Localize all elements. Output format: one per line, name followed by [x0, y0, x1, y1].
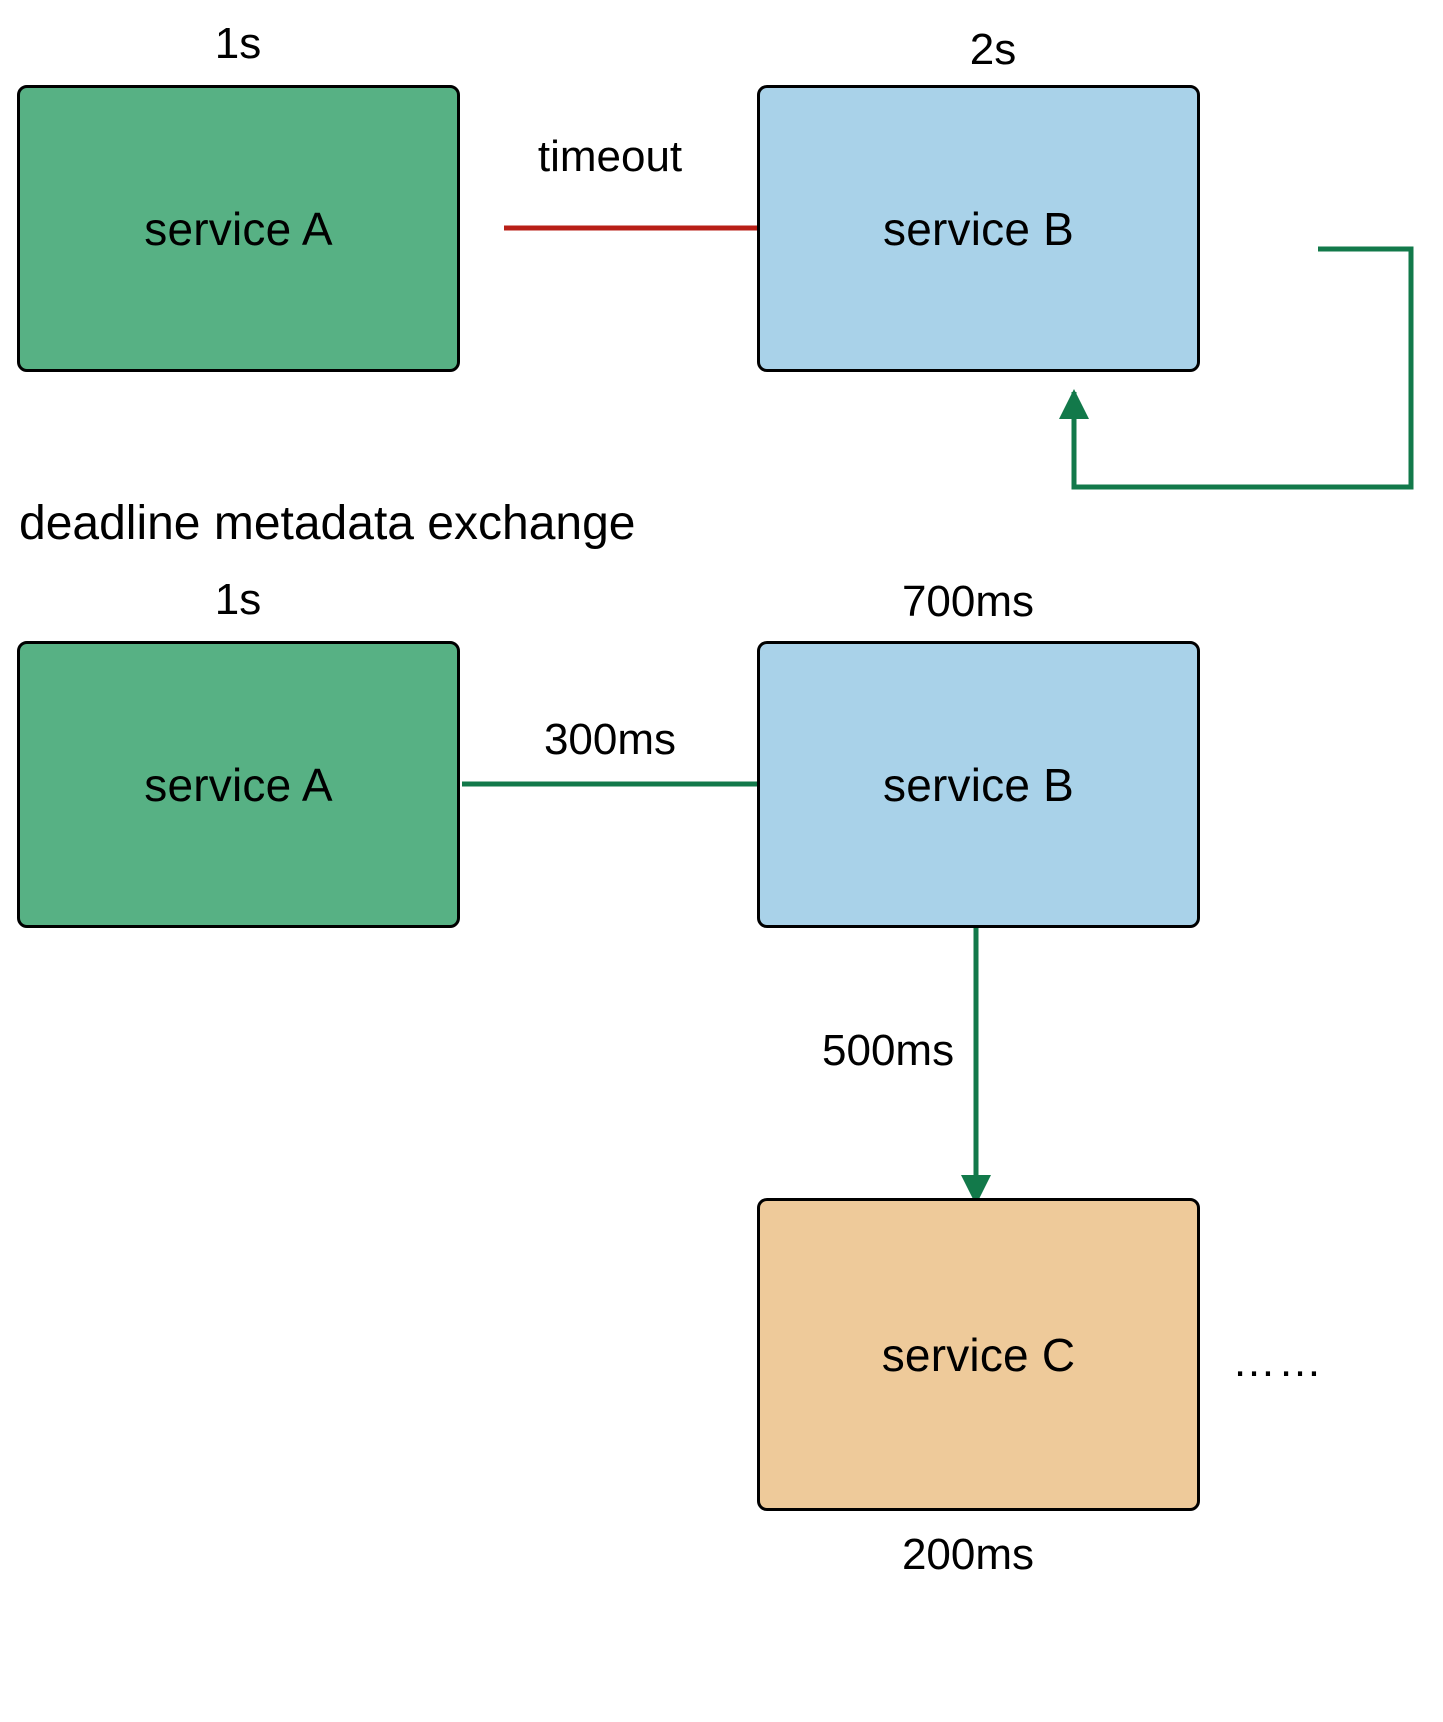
node-label: service C	[881, 1328, 1076, 1381]
node-bottom-service-c[interactable]: service C	[757, 1198, 1200, 1511]
node-bottom-service-b[interactable]: service B	[757, 641, 1200, 928]
node-top-service-a[interactable]: service A	[17, 85, 460, 372]
section-title-deadline-metadata-exchange: deadline metadata exchange	[19, 497, 636, 550]
caption-bottom-service-b: 700ms	[901, 577, 1035, 626]
node-bottom-service-a[interactable]: service A	[17, 641, 460, 928]
node-label: service B	[883, 202, 1074, 255]
edge-label-timeout: timeout	[537, 132, 683, 181]
caption-bottom-service-c: 200ms	[901, 1530, 1035, 1579]
caption-top-service-b: 2s	[969, 25, 1017, 74]
node-top-service-b[interactable]: service B	[757, 85, 1200, 372]
node-label: service A	[144, 202, 333, 255]
continuation-ellipsis: ……	[1232, 1337, 1324, 1386]
node-label: service A	[144, 758, 333, 811]
edge-label-500ms: 500ms	[822, 1026, 955, 1075]
caption-top-service-a: 1s	[214, 19, 262, 68]
caption-bottom-service-a: 1s	[214, 575, 262, 624]
edge-label-300ms: 300ms	[543, 715, 677, 764]
node-label: service B	[883, 758, 1074, 811]
